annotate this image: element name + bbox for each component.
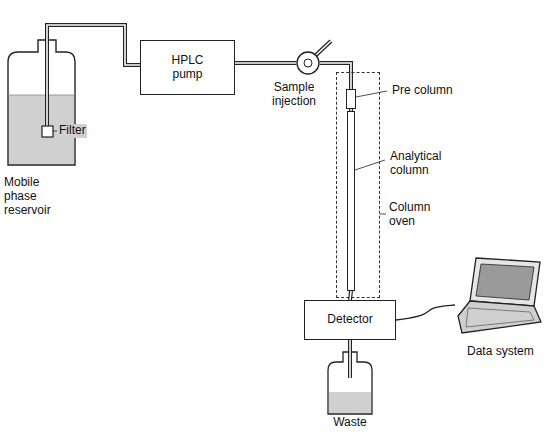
leader-line	[380, 214, 386, 215]
tube-wall	[348, 340, 352, 352]
node-label: Sample injection	[258, 81, 330, 109]
pre-column: Pre column	[346, 89, 356, 109]
reservoir: Mobile phase reservoir	[8, 40, 76, 166]
injection-valve: Sample injection	[296, 51, 320, 75]
cable-line	[396, 305, 455, 320]
tube-bore	[350, 291, 351, 300]
valve-body	[297, 52, 319, 74]
tube-wall	[350, 291, 351, 300]
tube-bore	[47, 25, 140, 65]
node-label: HPLC pump	[162, 54, 214, 82]
analytical-column: Analytical column	[347, 111, 355, 291]
node-label: Pre column	[392, 84, 472, 98]
waste-bottle	[328, 352, 372, 414]
valve-rotor	[304, 59, 312, 67]
valve-outline	[296, 51, 320, 75]
tubing	[350, 291, 351, 300]
node-label: Analytical column	[390, 150, 460, 178]
waste-tube-bore	[349, 352, 351, 378]
waste-tube	[348, 352, 352, 378]
data-system: Data system	[455, 255, 541, 340]
node-label: Waste	[310, 416, 390, 430]
inlet-tube	[45, 40, 49, 126]
reservoir-bottle	[8, 40, 75, 165]
tube-wall	[47, 25, 140, 65]
filter-symbol	[42, 126, 53, 137]
tubing	[235, 63, 296, 64]
leader-line	[53, 131, 57, 132]
tube-wall	[235, 61, 296, 65]
data-cable	[396, 305, 455, 320]
node-label: Mobile phase reservoir	[4, 176, 74, 217]
leader-line	[355, 160, 385, 170]
node-label: Data system	[467, 345, 539, 359]
tubing	[47, 25, 140, 65]
leader-line	[356, 91, 387, 97]
part-label: Filter	[58, 124, 87, 138]
liquid-level	[8, 95, 75, 96]
injector-handle-bore	[316, 41, 331, 55]
laptop-keyboard	[466, 308, 534, 327]
node-label: Detector	[312, 313, 388, 327]
inlet-tube-bore	[46, 40, 48, 126]
waste: Waste	[326, 352, 374, 414]
injector-handle	[316, 41, 331, 55]
detector-box: Detector	[304, 300, 396, 340]
pump-box: HPLC pump	[140, 40, 235, 95]
laptop-screen	[470, 258, 540, 306]
column-oven: Column ovenPre columnAnalytical column	[336, 72, 380, 298]
waste-liquid	[329, 392, 371, 413]
node-label: Column oven	[389, 201, 451, 229]
tube-bore	[349, 340, 351, 352]
laptop-display	[476, 264, 534, 300]
tubing	[350, 340, 351, 352]
laptop-base	[458, 301, 541, 333]
tube-bore	[235, 62, 296, 64]
